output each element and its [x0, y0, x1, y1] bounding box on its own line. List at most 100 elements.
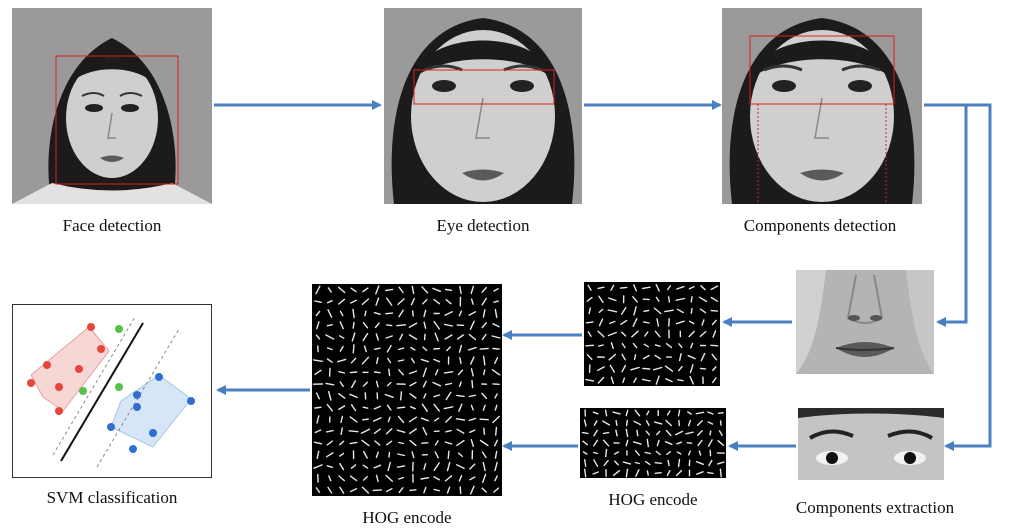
- hog-cell-glyph: [349, 371, 358, 374]
- hog-cell-glyph: [468, 333, 477, 341]
- hog-cell-glyph: [612, 411, 621, 415]
- hog-cell-glyph: [458, 381, 462, 388]
- hog-cell-glyph: [642, 298, 651, 301]
- hog-cell-glyph: [350, 287, 357, 293]
- hog-cell-glyph: [646, 438, 650, 448]
- hog-cell-glyph: [665, 419, 673, 427]
- hog-cell-glyph: [677, 458, 681, 468]
- hog-cell-glyph: [592, 471, 599, 475]
- hog-cell-glyph: [612, 470, 621, 477]
- hog-cell-glyph: [408, 428, 417, 435]
- hog-cell-glyph: [361, 486, 370, 494]
- hog-cell-glyph: [433, 488, 441, 492]
- hog-cell-glyph: [696, 420, 703, 426]
- hog-cell-glyph: [338, 286, 346, 294]
- hog-cell-glyph: [338, 335, 345, 339]
- hog-cell-glyph: [690, 307, 693, 314]
- hog-cell-glyph: [468, 311, 477, 316]
- hog-cell-glyph: [338, 370, 346, 374]
- hog-cell-glyph: [387, 357, 392, 364]
- hog-cell-glyph: [607, 309, 618, 313]
- hog-cell-glyph: [707, 421, 714, 425]
- hog-cell-glyph: [433, 394, 441, 398]
- hog-cell-glyph: [676, 441, 683, 445]
- hog-cell-glyph: [397, 347, 405, 351]
- hog-cell-glyph: [396, 429, 406, 434]
- hog-cell-glyph: [620, 306, 627, 315]
- hog-cell-glyph: [676, 285, 685, 290]
- hog-cell-glyph: [445, 429, 452, 433]
- hog-cell-glyph: [655, 450, 661, 456]
- hog-cell-glyph: [701, 319, 705, 326]
- hog-cell-glyph: [327, 309, 333, 318]
- hog-cell-glyph: [362, 475, 368, 481]
- hog-cell-glyph: [433, 476, 441, 481]
- hog-cell-glyph: [707, 471, 714, 475]
- hog-cell-glyph: [602, 439, 610, 447]
- hog-cell-glyph: [644, 331, 649, 337]
- hog-cell-glyph: [385, 324, 393, 327]
- hog-cell-glyph: [456, 334, 465, 340]
- hog-cell-glyph: [313, 464, 323, 469]
- hog-cell-glyph: [588, 307, 592, 315]
- hog-cell-glyph: [587, 284, 592, 291]
- hog-cell-glyph: [444, 441, 453, 445]
- components-detection-image: [722, 8, 922, 204]
- hog-cell-glyph: [621, 364, 627, 373]
- hog-cell-glyph: [349, 475, 358, 482]
- hog-cell-glyph: [339, 462, 345, 471]
- hog-cell-glyph: [597, 330, 605, 338]
- hog-cell-glyph: [689, 364, 694, 374]
- hog-cell-glyph: [362, 406, 369, 409]
- hog-cell-glyph: [326, 465, 334, 469]
- hog-cell-glyph: [456, 394, 465, 398]
- hog-cell-glyph: [585, 321, 594, 324]
- hog-cell-glyph: [712, 330, 717, 338]
- hog-cell-glyph: [411, 310, 414, 317]
- hog-cell-glyph: [605, 448, 608, 458]
- hog-cell-glyph: [654, 330, 661, 338]
- hog-cell-glyph: [644, 451, 652, 455]
- hog-cell-glyph: [494, 393, 498, 399]
- hog-cell-glyph: [325, 334, 335, 340]
- hog-cell-glyph: [326, 440, 334, 446]
- hog-cell-glyph: [363, 345, 367, 353]
- hog-cell-glyph: [664, 365, 674, 372]
- hog-cell-glyph: [316, 415, 320, 424]
- hog-cell-glyph: [677, 365, 683, 372]
- hog-cell-glyph: [423, 393, 427, 399]
- hog-cell-glyph: [583, 419, 587, 427]
- hog-cell-glyph: [444, 475, 453, 482]
- hog-cell-glyph: [339, 381, 344, 388]
- hog-feature-map-icon: [312, 285, 501, 495]
- hog-cell-glyph: [470, 404, 474, 411]
- hog-cell-glyph: [666, 469, 671, 477]
- hog-cell-glyph: [482, 309, 486, 318]
- hog-cell-glyph: [620, 319, 628, 325]
- hog-cell-glyph: [312, 359, 324, 363]
- hog-cell-glyph: [675, 469, 683, 477]
- hog-cell-glyph: [593, 429, 598, 437]
- hog-cell-glyph: [598, 318, 604, 327]
- hog-cell-glyph: [397, 359, 405, 362]
- hog-cell-glyph: [634, 450, 640, 456]
- svm-scatter-icon: [27, 316, 195, 468]
- hog-cell-glyph: [479, 439, 489, 447]
- hog-cell-glyph: [592, 451, 599, 455]
- hog-cell-glyph: [481, 451, 487, 459]
- hog-cell-glyph: [687, 419, 692, 427]
- hog-cell-glyph: [445, 298, 452, 305]
- hog-cell-glyph: [707, 439, 713, 447]
- hog-cell-glyph: [467, 346, 477, 351]
- hog-cell-glyph: [700, 285, 706, 291]
- hog-cell-glyph: [348, 430, 359, 433]
- hog-cell-glyph: [408, 370, 418, 375]
- hog-cell-glyph: [385, 474, 394, 483]
- hog-cell-glyph: [446, 346, 452, 352]
- hog-cell-glyph: [655, 283, 660, 292]
- hog-cell-glyph: [409, 405, 416, 410]
- hog-cell-glyph: [374, 322, 380, 329]
- hog-cell-glyph: [634, 409, 641, 417]
- hog-cell-glyph: [479, 347, 489, 350]
